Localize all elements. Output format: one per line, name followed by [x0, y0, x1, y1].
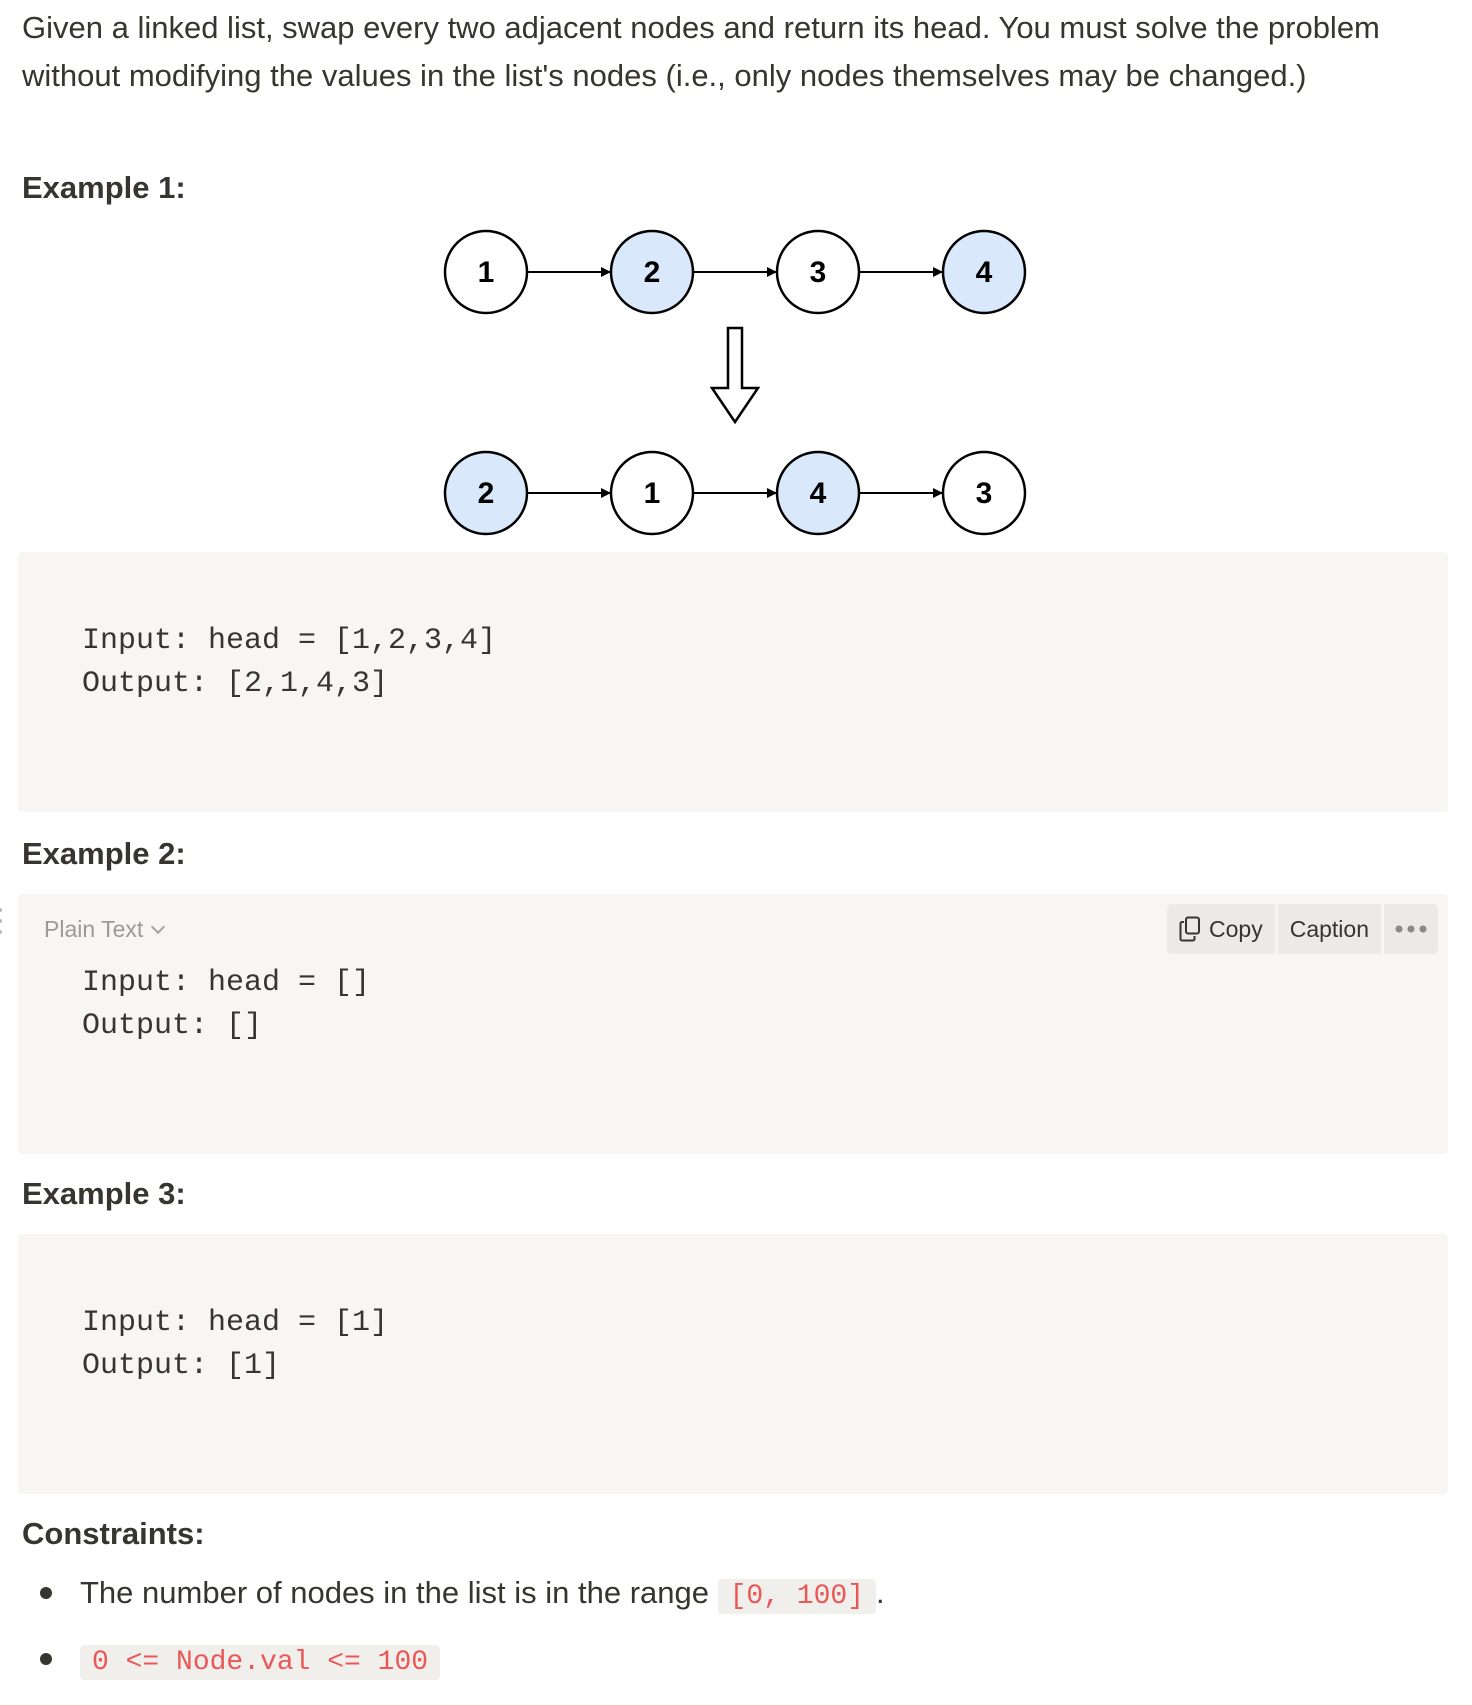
- list-item: The number of nodes in the list is in th…: [0, 1573, 1472, 1639]
- node-value: 1: [644, 477, 661, 510]
- linked-list-swap-diagram: 1 2 3 4 2 1 4 3: [443, 229, 1027, 536]
- code-line-input: Input: head = []: [82, 966, 371, 1000]
- constraint-text: The number of nodes in the list is in th…: [80, 1575, 718, 1610]
- problem-description: Given a linked list, swap every two adja…: [22, 10, 1380, 93]
- before-list: 1 2 3 4: [443, 229, 1027, 315]
- code-content: Input: head = [] Output: []: [82, 962, 370, 1048]
- more-icon: [1395, 925, 1427, 933]
- list-item: 0 <= Node.val <= 100: [0, 1639, 1472, 1705]
- constraint-suffix: .: [876, 1575, 885, 1610]
- example-2-heading: Example 2:: [22, 836, 186, 871]
- copy-label: Copy: [1209, 915, 1263, 942]
- node-value: 4: [976, 256, 993, 289]
- chevron-down-icon: [151, 919, 166, 935]
- language-selector[interactable]: Plain Text: [44, 914, 166, 944]
- node-value: 3: [810, 256, 827, 289]
- node-value: 2: [478, 477, 495, 510]
- node-circle: [775, 450, 861, 536]
- code-content: Input: head = [1,2,3,4] Output: [2,1,4,3]: [82, 620, 496, 706]
- node-circle: [443, 229, 529, 315]
- constraints-list: The number of nodes in the list is in th…: [0, 1573, 1472, 1705]
- node-circle: [609, 229, 695, 315]
- caption-label: Caption: [1289, 915, 1369, 942]
- code-line-input: Input: head = [1,2,3,4]: [82, 624, 497, 658]
- code-line-output: Output: [1]: [82, 1349, 281, 1383]
- code-block-toolbar: Copy Caption: [1167, 904, 1438, 954]
- after-list: 2 1 4 3: [443, 450, 1027, 536]
- down-arrow-icon: [709, 326, 761, 425]
- language-label: Plain Text: [44, 916, 144, 942]
- inline-code: [0, 100]: [717, 1579, 877, 1614]
- bullet: [40, 1587, 52, 1599]
- copy-icon: [1179, 916, 1201, 942]
- node-circle: [941, 229, 1027, 315]
- example-1-heading: Example 1:: [22, 170, 186, 205]
- code-line-output: Output: [2,1,4,3]: [82, 667, 389, 701]
- node-circle: [775, 229, 861, 315]
- node-value: 4: [810, 477, 827, 510]
- code-block-example-1[interactable]: Input: head = [1,2,3,4] Output: [2,1,4,3]: [18, 552, 1448, 812]
- code-line-input: Input: head = [1]: [82, 1306, 389, 1340]
- constraints-heading: Constraints:: [22, 1516, 205, 1551]
- example-3-heading: Example 3:: [22, 1176, 186, 1211]
- more-options-button[interactable]: [1384, 904, 1438, 954]
- inline-code: 0 <= Node.val <= 100: [80, 1645, 441, 1680]
- node-value: 1: [478, 256, 495, 289]
- node-circle: [941, 450, 1027, 536]
- bullet: [40, 1653, 52, 1665]
- node-value: 3: [976, 477, 993, 510]
- node-value: 2: [644, 256, 661, 289]
- drag-handle-icon[interactable]: [0, 908, 6, 941]
- code-content: Input: head = [1] Output: [1]: [82, 1302, 388, 1388]
- code-line-output: Output: []: [82, 1009, 263, 1043]
- code-block-example-3[interactable]: Input: head = [1] Output: [1]: [18, 1234, 1448, 1494]
- caption-button[interactable]: Caption: [1277, 904, 1381, 954]
- copy-button[interactable]: Copy: [1167, 904, 1275, 954]
- node-circle: [609, 450, 695, 536]
- node-circle: [443, 450, 529, 536]
- code-block-example-2[interactable]: Plain Text Copy Caption Input: head = []…: [18, 894, 1448, 1154]
